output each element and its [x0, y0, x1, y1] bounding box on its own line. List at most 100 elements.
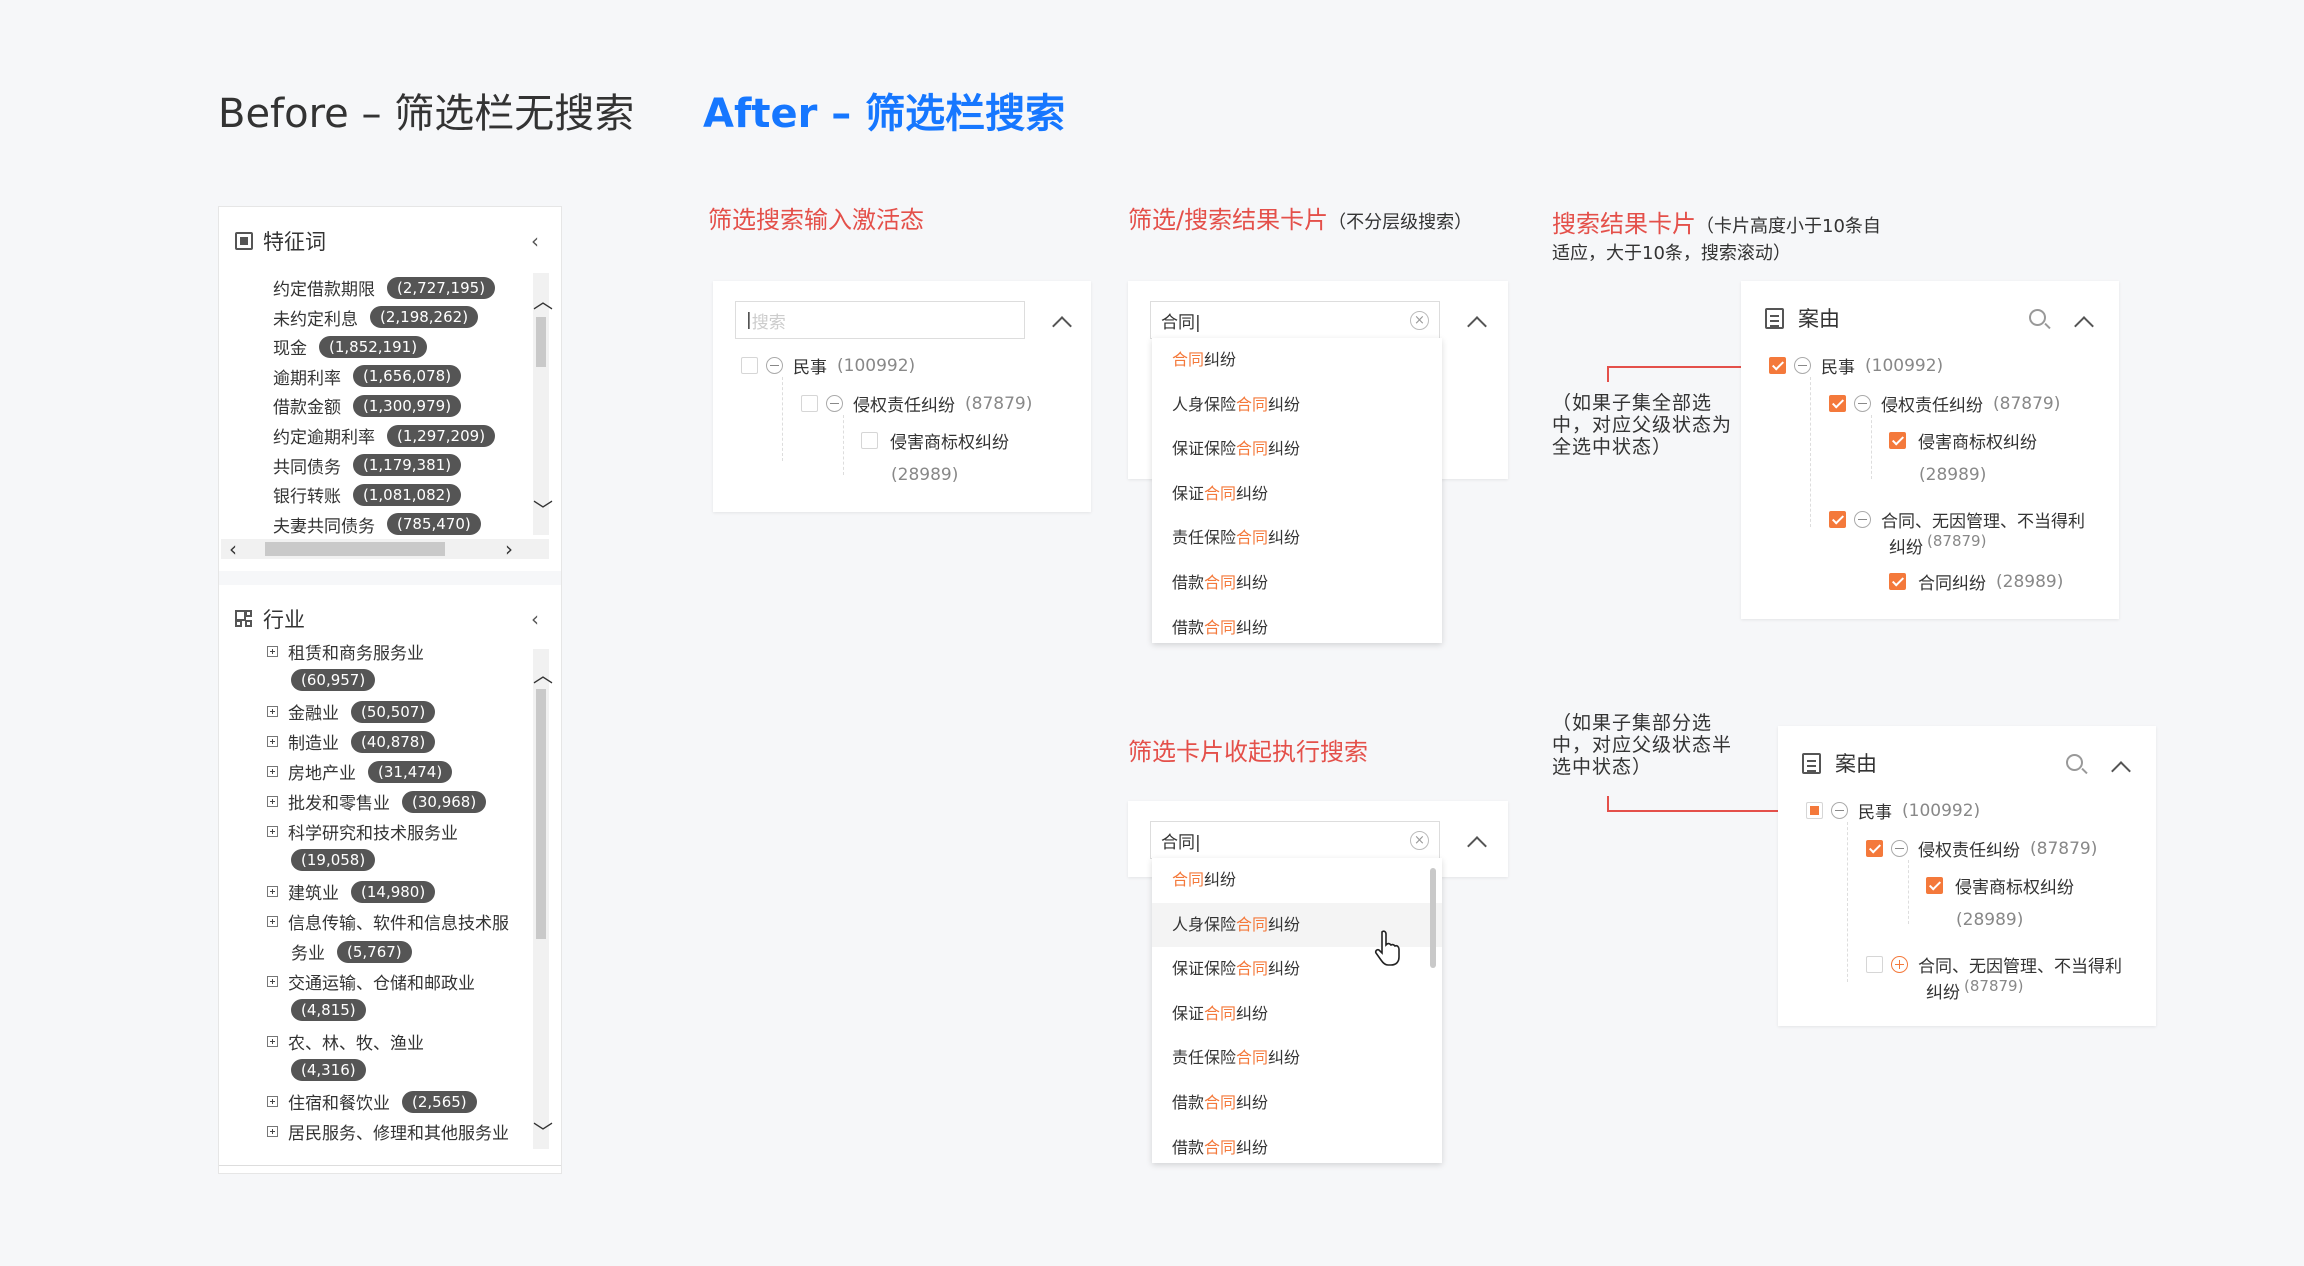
collapse-node-icon[interactable] [1854, 395, 1871, 412]
collapse-node-icon[interactable] [1794, 357, 1811, 374]
expand-icon[interactable] [267, 916, 278, 927]
collapse-up-icon[interactable] [1052, 316, 1072, 336]
result-item[interactable]: 责任保险合同纠纷 [1152, 516, 1442, 560]
checkbox-indeterminate[interactable] [1806, 802, 1823, 819]
feature-item[interactable]: 约定逾期利率(1,297,209) [273, 423, 496, 448]
scroll-up-icon[interactable]: ︿ [533, 289, 553, 313]
tree-node-tort[interactable]: 侵权责任纠纷(87879) [1829, 391, 2060, 416]
feature-section-header[interactable]: 特征词 ‹ [219, 213, 561, 269]
scroll-right-icon[interactable]: › [505, 537, 513, 561]
expand-icon[interactable] [267, 976, 278, 987]
feature-item[interactable]: 约定借款期限(2,727,195) [273, 275, 496, 300]
expand-icon[interactable] [267, 706, 278, 717]
search-icon[interactable] [2029, 309, 2046, 326]
expand-node-icon[interactable] [1891, 956, 1908, 973]
result-item[interactable]: 合同纠纷 [1152, 338, 1442, 382]
collapse-node-icon[interactable] [766, 357, 783, 374]
scroll-down-icon[interactable]: ﹀ [533, 498, 553, 522]
result-item[interactable]: 保证合同纠纷 [1152, 992, 1442, 1036]
collapse-node-icon[interactable] [1831, 802, 1848, 819]
tree-node-civil[interactable]: 民事(100992) [741, 353, 915, 378]
collapse-up-icon[interactable] [1467, 836, 1487, 856]
feature-item[interactable]: 逾期利率(1,656,078) [273, 364, 462, 389]
scroll-thumb[interactable] [536, 317, 546, 367]
checkbox[interactable] [741, 357, 758, 374]
scroll-down-icon[interactable]: ﹀ [533, 1120, 553, 1144]
expand-icon[interactable] [267, 646, 278, 657]
industry-item[interactable]: 农、林、牧、渔业 [267, 1029, 424, 1054]
checkbox-checked[interactable] [1889, 573, 1906, 590]
scroll-thumb[interactable] [536, 689, 546, 939]
result-item[interactable]: 保证保险合同纠纷 [1152, 947, 1442, 991]
collapse-node-icon[interactable] [1854, 511, 1871, 528]
feature-vertical-scrollbar[interactable]: ︿ ﹀ [533, 273, 553, 535]
feature-horizontal-scrollbar[interactable]: ‹ › [221, 537, 549, 561]
checkbox-checked[interactable] [1889, 432, 1906, 449]
industry-item[interactable]: 住宿和餐饮业(2,565) [267, 1089, 477, 1114]
checkbox-checked[interactable] [1829, 511, 1846, 528]
industry-item[interactable]: 金融业(50,507) [267, 699, 436, 724]
tree-node-civil[interactable]: 民事(100992) [1806, 798, 1980, 823]
sec1-search-input[interactable]: |搜索 [735, 301, 1025, 339]
feature-item[interactable]: 借款金额(1,300,979) [273, 393, 462, 418]
expand-icon[interactable] [267, 796, 278, 807]
tree-node-trademark[interactable]: 侵害商标权纠纷 [1889, 428, 2037, 453]
expand-icon[interactable] [267, 1096, 278, 1107]
expand-icon[interactable] [267, 1126, 278, 1137]
result-item[interactable]: 借款合同纠纷 [1152, 1081, 1442, 1125]
clear-search-icon[interactable]: × [1410, 831, 1429, 850]
industry-item[interactable]: 交通运输、仓储和邮政业 [267, 969, 475, 994]
horizontal-scroll-thumb[interactable] [265, 542, 445, 556]
checkbox[interactable] [1866, 956, 1883, 973]
result-item[interactable]: 借款合同纠纷 [1152, 1126, 1442, 1163]
expand-icon[interactable] [267, 826, 278, 837]
industry-item[interactable]: 居民服务、修理和其他服务业 [267, 1119, 509, 1144]
collapse-chevron-icon[interactable]: ‹ [531, 229, 539, 253]
checkbox-checked[interactable] [1866, 840, 1883, 857]
collapse-node-icon[interactable] [826, 395, 843, 412]
result-item[interactable]: 责任保险合同纠纷 [1152, 1036, 1442, 1080]
result-item[interactable]: 借款合同纠纷 [1152, 606, 1442, 643]
checkbox[interactable] [861, 432, 878, 449]
collapse-up-icon[interactable] [2111, 761, 2131, 781]
industry-item[interactable]: 批发和零售业(30,968) [267, 789, 487, 814]
industry-item[interactable]: 信息传输、软件和信息技术服 [267, 909, 509, 934]
result-item[interactable]: 借款合同纠纷 [1152, 561, 1442, 605]
industry-item[interactable]: 科学研究和技术服务业 [267, 819, 458, 844]
sec2-search-input[interactable]: 合同| × [1150, 301, 1440, 339]
result-item[interactable]: 人身保险合同纠纷 [1152, 902, 1442, 947]
clear-search-icon[interactable]: × [1410, 311, 1429, 330]
feature-item[interactable]: 共同债务(1,179,381) [273, 453, 462, 478]
expand-icon[interactable] [267, 886, 278, 897]
dropdown-scroll-thumb[interactable] [1430, 868, 1436, 968]
tree-node-contract-group[interactable]: 合同、无因管理、不当得利 [1866, 952, 2122, 977]
expand-icon[interactable] [267, 1036, 278, 1047]
tree-node-contract[interactable]: 合同纠纷(28989) [1889, 569, 2063, 594]
tree-node-contract-group[interactable]: 合同、无因管理、不当得利 [1829, 507, 2085, 532]
expand-icon[interactable] [267, 736, 278, 747]
tree-node-tort[interactable]: 侵权责任纠纷(87879) [801, 391, 1032, 416]
expand-icon[interactable] [267, 766, 278, 777]
industry-item[interactable]: 房地产业(31,474) [267, 759, 453, 784]
search-icon[interactable] [2066, 754, 2083, 771]
feature-item[interactable]: 夫妻共同债务(785,470) [273, 512, 481, 537]
sec3-search-input[interactable]: 合同| × [1150, 821, 1440, 859]
tree-node-trademark[interactable]: 侵害商标权纠纷 [861, 428, 1009, 453]
tree-node-trademark[interactable]: 侵害商标权纠纷 [1926, 873, 2074, 898]
tree-node-tort[interactable]: 侵权责任纠纷(87879) [1866, 836, 2097, 861]
collapse-node-icon[interactable] [1891, 840, 1908, 857]
checkbox-checked[interactable] [1926, 877, 1943, 894]
industry-item[interactable]: 建筑业(14,980) [267, 879, 436, 904]
tree-node-civil[interactable]: 民事(100992) [1769, 353, 1943, 378]
checkbox[interactable] [801, 395, 818, 412]
feature-item[interactable]: 未约定利息(2,198,262) [273, 305, 479, 330]
result-item[interactable]: 合同纠纷 [1152, 858, 1442, 902]
collapse-up-icon[interactable] [1467, 316, 1487, 336]
collapse-up-icon[interactable] [2074, 316, 2094, 336]
result-item[interactable]: 人身保险合同纠纷 [1152, 383, 1442, 427]
feature-item[interactable]: 现金(1,852,191) [273, 334, 428, 359]
scroll-left-icon[interactable]: ‹ [229, 537, 237, 561]
checkbox-checked[interactable] [1829, 395, 1846, 412]
collapse-chevron-icon[interactable]: ‹ [531, 607, 539, 631]
industry-section-header[interactable]: 行业 ‹ [219, 591, 561, 647]
